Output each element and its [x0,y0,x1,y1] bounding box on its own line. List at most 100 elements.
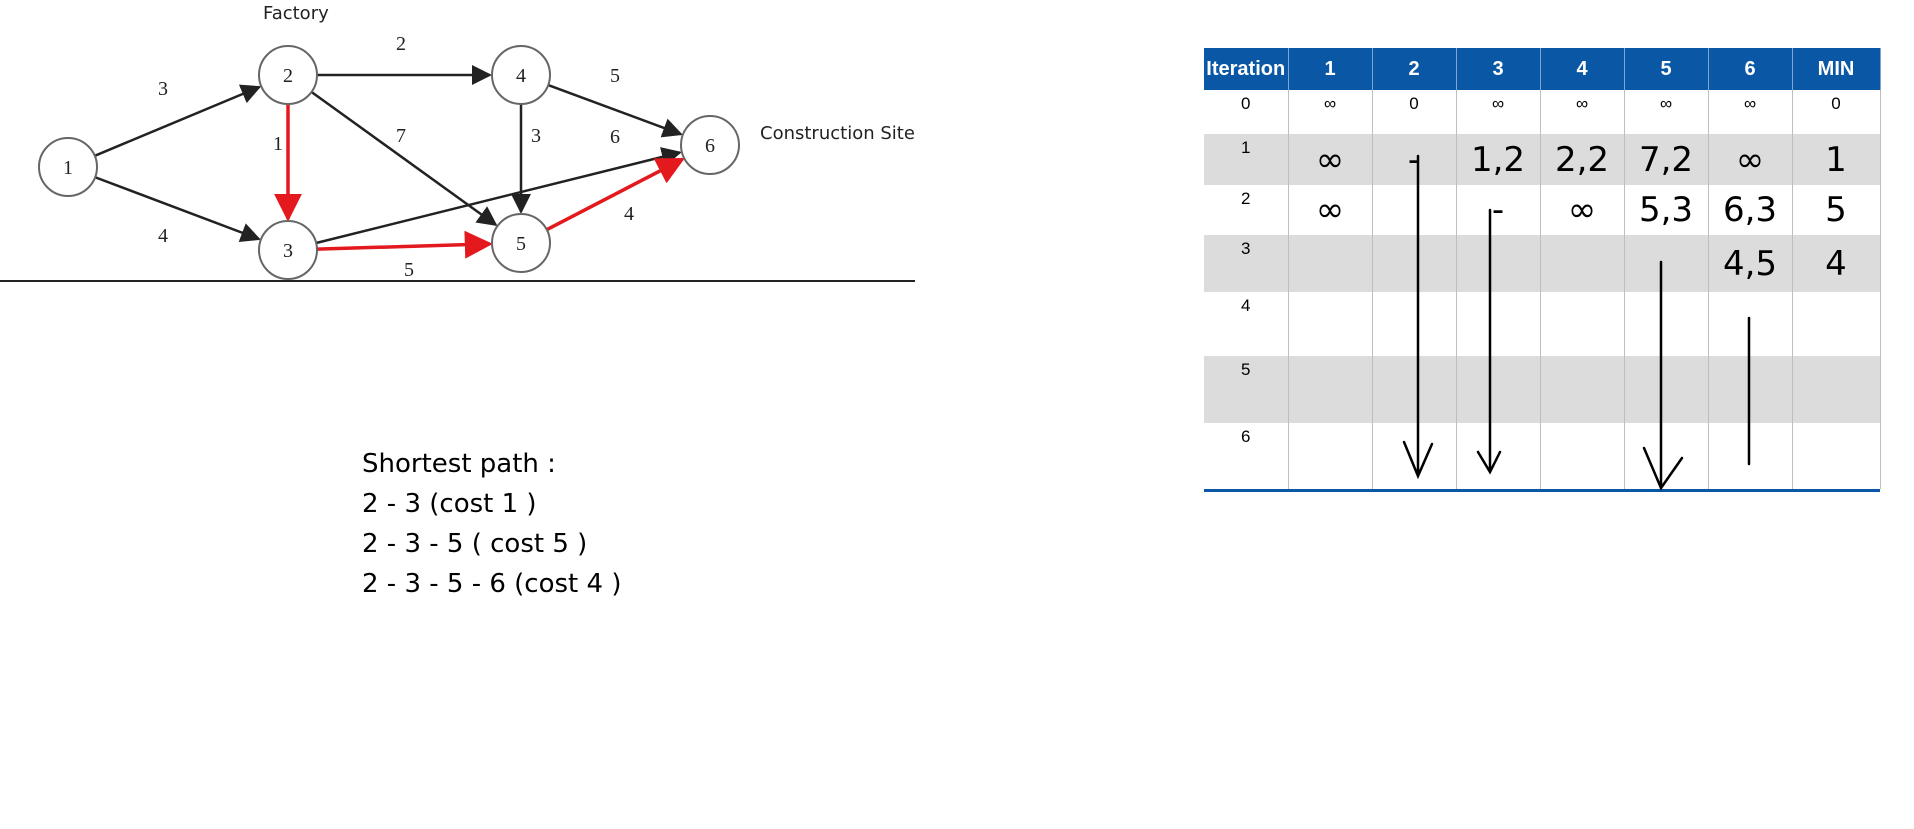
iteration-cell: 0 [1204,90,1289,134]
header-node-4: 4 [1540,48,1625,90]
iteration-cell: 2 [1204,185,1289,235]
edge-weight-2-4: 2 [396,33,406,55]
table-row: 6 [1204,423,1881,489]
distance-cell-node-2: - [1372,134,1457,185]
distance-cell-node-1 [1288,423,1373,489]
header-node-3: 3 [1456,48,1541,90]
iteration-cell: 3 [1204,235,1289,292]
iteration-cell: 1 [1204,134,1289,185]
edge-weight-4-5: 3 [531,125,541,147]
distance-cell-node-2 [1372,292,1457,356]
distance-cell-node-2 [1372,235,1457,292]
distance-cell-node-6: 6,3 [1708,185,1793,235]
header-node-2: 2 [1372,48,1457,90]
distance-cell-node-5: ∞ [1624,90,1709,134]
shortest-path-notes: Shortest path : 2 - 3 (cost 1 ) 2 - 3 - … [362,444,621,604]
node-5 [491,213,551,273]
distance-cell-node-4: ∞ [1540,185,1625,235]
edge-weight-4-6: 5 [610,65,620,87]
distance-cell-node-2 [1372,423,1457,489]
distance-cell-node-1: ∞ [1288,90,1373,134]
distance-cell-node-4 [1540,235,1625,292]
node-6 [680,115,740,175]
distance-cell-node-5 [1624,292,1709,356]
node-4 [491,45,551,105]
distance-cell-node-1: ∞ [1288,134,1373,185]
edge-5-6 [545,157,685,232]
distance-cell-node-5 [1624,423,1709,489]
distance-cell-node-1 [1288,292,1373,356]
distance-cell-node-3: - [1456,185,1541,235]
edge-4-6 [547,83,683,138]
distance-cell-node-6 [1708,356,1793,423]
construction-site-label: Construction Site [760,123,915,144]
edge-weight-1-2: 3 [158,78,168,100]
table-row: 4 [1204,292,1881,356]
edge-1-2 [94,84,262,157]
distance-cell-node-3 [1456,235,1541,292]
node-2 [258,45,318,105]
node-1 [38,137,98,197]
edge-2-5 [310,90,498,227]
min-cell [1792,356,1881,423]
edge-weight-5-6: 4 [624,203,634,225]
distance-cell-node-4: ∞ [1540,90,1625,134]
distance-cell-node-1 [1288,235,1373,292]
distance-cell-node-4 [1540,356,1625,423]
distance-cell-node-2: 0 [1372,90,1457,134]
distance-cell-node-6: ∞ [1708,134,1793,185]
min-cell: 1 [1792,134,1881,185]
iteration-cell: 5 [1204,356,1289,423]
distance-cell-node-5: 7,2 [1624,134,1709,185]
min-cell [1792,292,1881,356]
distance-cell-node-5 [1624,356,1709,423]
table-row: 0∞0∞∞∞∞0 [1204,90,1881,134]
distance-cell-node-2 [1372,185,1457,235]
distance-cell-node-3: ∞ [1456,90,1541,134]
notes-line-3: 2 - 3 - 5 - 6 (cost 4 ) [362,569,622,599]
iteration-cell: 6 [1204,423,1289,489]
distance-cell-node-6: ∞ [1708,90,1793,134]
table-header-row: Iteration 1 2 3 4 5 6 MIN [1204,48,1881,90]
edge-weight-3-5: 5 [404,259,414,281]
distance-cell-node-3 [1456,423,1541,489]
header-iteration: Iteration [1204,48,1289,90]
min-cell [1792,423,1881,489]
iteration-cell: 4 [1204,292,1289,356]
distance-cell-node-6 [1708,292,1793,356]
distance-cell-node-1: ∞ [1288,185,1373,235]
distance-cell-node-4 [1540,423,1625,489]
node-label-6: 6 [705,135,715,157]
edge-1-3 [94,176,261,243]
distance-cell-node-4: 2,2 [1540,134,1625,185]
distance-cell-node-3 [1456,292,1541,356]
distance-cell-node-3 [1456,356,1541,423]
min-cell: 5 [1792,185,1881,235]
factory-label: Factory [263,3,329,24]
header-node-1: 1 [1288,48,1373,90]
header-min: MIN [1792,48,1881,90]
node-label-1: 1 [63,157,73,179]
distance-cell-node-5: 5,3 [1624,185,1709,235]
notes-title: Shortest path : [362,449,556,479]
header-node-6: 6 [1708,48,1793,90]
edge-3-5 [316,230,493,259]
node-3 [258,220,318,280]
distance-cell-node-5 [1624,235,1709,292]
node-label-3: 3 [283,240,293,262]
distance-cell-node-4 [1540,292,1625,356]
distance-cell-node-1 [1288,356,1373,423]
notes-line-2: 2 - 3 - 5 ( cost 5 ) [362,529,588,559]
node-label-5: 5 [516,233,526,255]
edge-weight-3-6: 6 [610,126,620,148]
min-cell: 0 [1792,90,1881,134]
min-cell: 4 [1792,235,1881,292]
header-node-5: 5 [1624,48,1709,90]
edge-3-6 [315,147,682,245]
table-bottom-border [1204,489,1880,492]
table-row: 5 [1204,356,1881,423]
distance-cell-node-6 [1708,423,1793,489]
